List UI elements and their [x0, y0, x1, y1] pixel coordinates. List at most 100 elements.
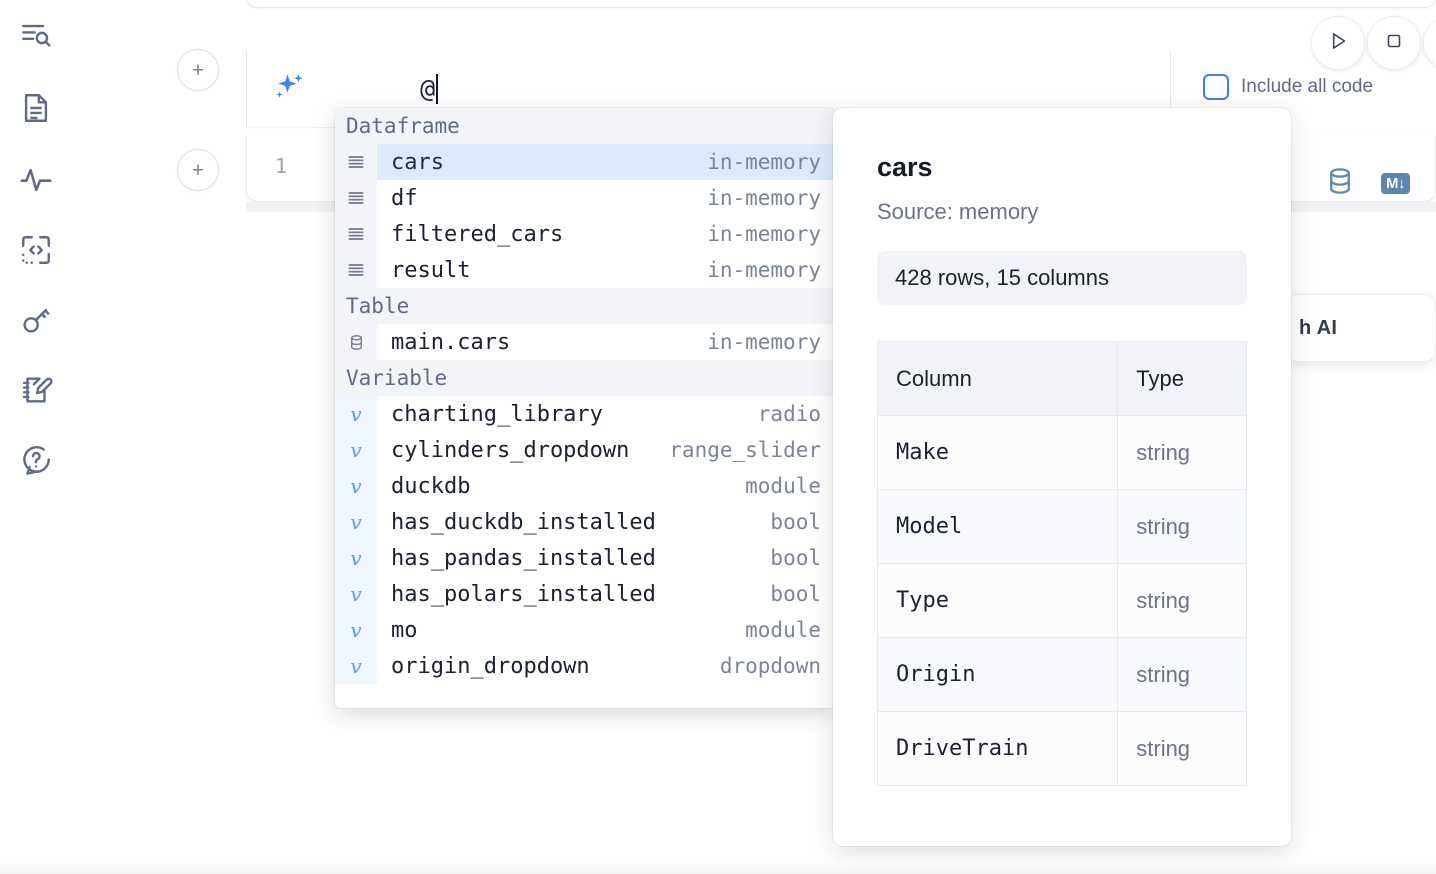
autocomplete-option-name: result	[391, 257, 471, 283]
schema-column-type: string	[1117, 563, 1247, 638]
variable-icon: v	[335, 612, 377, 648]
variable-icon: v	[335, 504, 377, 540]
variable-icon: v	[335, 576, 377, 612]
include-all-code-label: Include all code	[1241, 76, 1374, 97]
dataframe-icon	[335, 144, 377, 180]
page-bottom-shadow	[0, 862, 1436, 874]
database-icon[interactable]	[1325, 166, 1355, 201]
prompt-toolbar	[1170, 50, 1436, 128]
detail-title: cars	[877, 152, 933, 182]
dataframe-icon	[335, 216, 377, 252]
left-icon-rail	[0, 0, 72, 874]
activity-icon[interactable]	[12, 156, 60, 204]
cell-action-icons: M↓	[1325, 166, 1410, 201]
autocomplete-option-type: bool	[770, 510, 821, 534]
ai-prompt-input[interactable]: @	[331, 45, 438, 133]
stop-icon	[1382, 29, 1406, 58]
include-all-code-checkbox[interactable]	[1203, 74, 1229, 100]
generate-with-ai-label: h AI	[1299, 316, 1338, 339]
text-caret	[435, 73, 438, 104]
autocomplete-option-type: bool	[770, 582, 821, 606]
autocomplete-option[interactable]: v origin_dropdown dropdown	[335, 648, 835, 684]
line-number: 1	[274, 154, 288, 178]
autocomplete-option-type: module	[745, 618, 821, 642]
schema-column-type: string	[1117, 489, 1247, 564]
autocomplete-option-type: in-memory	[707, 330, 821, 354]
table-icon	[335, 324, 377, 360]
dataframe-icon	[335, 180, 377, 216]
snippets-icon[interactable]	[12, 226, 60, 274]
explore-icon[interactable]	[12, 12, 60, 60]
autocomplete-option-name: duckdb	[391, 473, 471, 499]
autocomplete-option-type: range_slider	[669, 438, 821, 462]
generate-with-ai-pill[interactable]: h AI	[1286, 294, 1436, 362]
ai-prompt-value: @	[420, 73, 435, 103]
include-all-code-row[interactable]: Include all code	[1203, 74, 1373, 100]
schema-column-name: Origin	[876, 637, 1119, 712]
stop-button[interactable]	[1367, 16, 1421, 70]
file-icon[interactable]	[12, 84, 60, 132]
schema-column-name: DriveTrain	[876, 711, 1119, 786]
autocomplete-option[interactable]: v has_duckdb_installed bool	[335, 504, 835, 540]
run-button[interactable]	[1311, 16, 1365, 70]
dataframe-detail-panel: cars Source: memory 428 rows, 15 columns…	[833, 108, 1291, 846]
detail-source: Source: memory	[877, 199, 1039, 224]
autocomplete-option-name: has_polars_installed	[391, 581, 656, 607]
autocomplete-option-name: filtered_cars	[391, 221, 564, 247]
autocomplete-option-name: has_duckdb_installed	[391, 509, 656, 535]
schema-column-name: Type	[876, 563, 1119, 638]
schema-column-header: Type	[1117, 341, 1247, 416]
variable-icon: v	[335, 468, 377, 504]
previous-cell-edge	[246, 0, 1436, 8]
variable-icon: v	[335, 540, 377, 576]
autocomplete-option-type: dropdown	[719, 654, 821, 678]
secrets-key-icon[interactable]	[12, 296, 60, 344]
schema-column-type: string	[1117, 711, 1247, 786]
variable-icon: v	[335, 648, 377, 684]
autocomplete-option-name: mo	[391, 617, 418, 643]
autocomplete-option-name: df	[391, 185, 418, 211]
variable-icon: v	[335, 432, 377, 468]
autocomplete-option-name: charting_library	[391, 401, 603, 427]
schema-column-type: string	[1117, 415, 1247, 490]
help-icon[interactable]	[12, 436, 60, 484]
autocomplete-group-header: Table	[335, 288, 835, 324]
autocomplete-option[interactable]: cars in-memory	[335, 144, 835, 180]
schema-column-type: string	[1117, 637, 1247, 712]
autocomplete-option-name: origin_dropdown	[391, 653, 590, 679]
autocomplete-option[interactable]: main.cars in-memory	[335, 324, 835, 360]
autocomplete-option-name: main.cars	[391, 329, 511, 355]
autocomplete-option[interactable]: v has_polars_installed bool	[335, 576, 835, 612]
add-cell-button-bottom[interactable]: +	[177, 149, 219, 191]
autocomplete-option-type: bool	[770, 546, 821, 570]
autocomplete-option-type: in-memory	[707, 258, 821, 282]
add-cell-button-top[interactable]: +	[177, 49, 219, 91]
autocomplete-option-type: in-memory	[707, 150, 821, 174]
variable-icon: v	[335, 396, 377, 432]
schema-column-name: Make	[876, 415, 1119, 490]
autocomplete-option[interactable]: result in-memory	[335, 252, 835, 288]
autocomplete-option-name: cars	[391, 149, 444, 175]
plus-icon: +	[191, 158, 205, 182]
schema-column-header: Column	[876, 341, 1119, 416]
scratchpad-icon[interactable]	[12, 366, 60, 414]
play-icon	[1325, 28, 1351, 59]
markdown-icon[interactable]: M↓	[1381, 173, 1410, 194]
